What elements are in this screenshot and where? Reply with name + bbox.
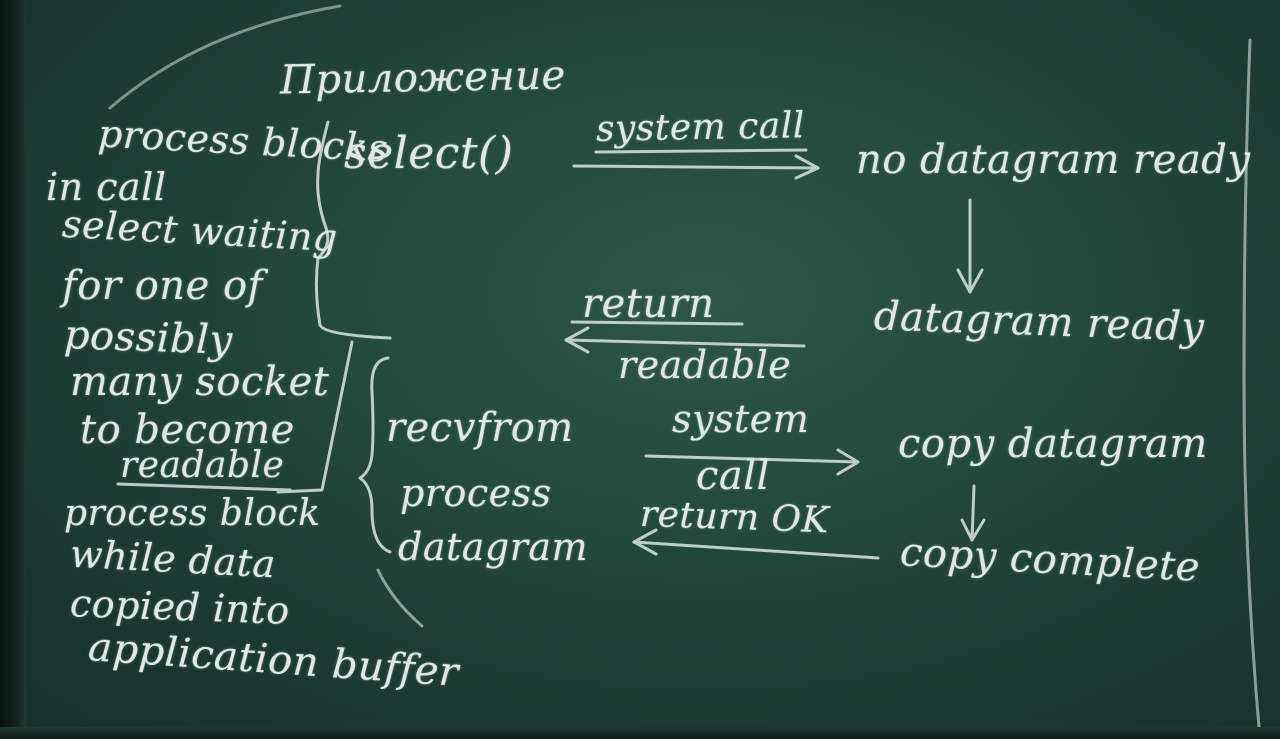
process-datagram-line-1: process <box>400 471 552 515</box>
no-datagram-ready: no datagram ready <box>856 137 1251 183</box>
select-bracket <box>314 120 392 340</box>
process-datagram-line-2: datagram <box>398 525 589 569</box>
note-line-10: while data <box>68 531 277 587</box>
select-call: select() <box>344 128 514 179</box>
note-line-9: process block <box>64 493 321 534</box>
system-call-2-arrow <box>644 454 860 464</box>
readable-label: readable <box>618 343 792 387</box>
return-readable-arrow <box>564 338 806 348</box>
board-frame-bottom <box>0 727 1280 739</box>
system-call-underline <box>594 148 808 154</box>
right-edge-line <box>1242 38 1262 739</box>
recvfrom-brace <box>358 356 392 554</box>
board-frame-left <box>0 0 26 739</box>
note-line-4: for one of <box>62 263 263 309</box>
return-underline <box>570 320 744 326</box>
note-line-8: readable <box>120 445 285 486</box>
readable-underline <box>116 482 292 492</box>
lower-curve <box>376 568 424 628</box>
system-call-2-label-b: call <box>696 453 770 499</box>
app-title: Приложение <box>279 52 567 104</box>
return-ok-arrow <box>632 540 880 560</box>
note-line-11: copied into <box>69 581 291 633</box>
system-call-2-arrowhead <box>836 448 860 476</box>
return-label: return <box>582 281 715 327</box>
return-readable-arrowhead <box>564 326 590 354</box>
system-call-arrowhead <box>794 154 820 180</box>
note-line-7: to become <box>80 407 295 453</box>
copy-datagram: copy datagram <box>898 421 1208 467</box>
down-arrow-2 <box>970 484 976 542</box>
system-call-2-label-a: system <box>672 397 810 441</box>
datagram-ready: datagram ready <box>873 293 1206 351</box>
down-arrow-2-head <box>960 518 986 542</box>
top-arc <box>108 4 342 110</box>
system-call-arrow <box>572 164 820 170</box>
return-ok-arrowhead <box>632 528 658 556</box>
return-ok-label: return OK <box>639 493 830 542</box>
down-arrow-1-head <box>956 268 984 294</box>
note-line-2: in call <box>46 165 167 209</box>
recvfrom-call: recvfrom <box>386 405 574 451</box>
left-divider <box>276 340 354 494</box>
note-line-6: many socket <box>70 359 330 405</box>
system-call-label: system call <box>595 105 806 150</box>
note-line-5: possibly <box>63 312 234 364</box>
